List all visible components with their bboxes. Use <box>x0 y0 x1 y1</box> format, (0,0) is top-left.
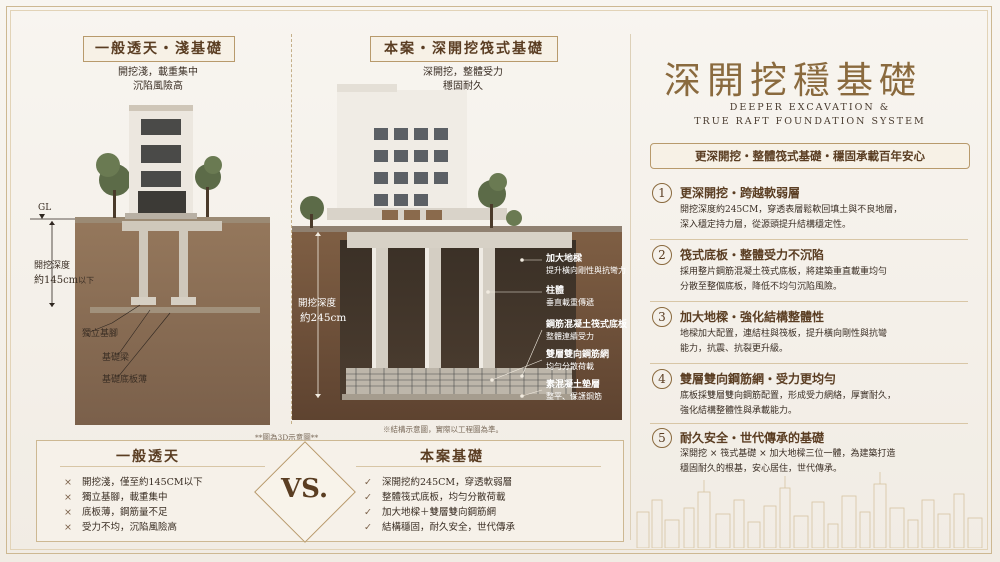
compare-left-text: 受力不均，沉陷風險高 <box>82 522 178 533</box>
feature-1-line-2: 深入穩定持力層，從源頭提升結構穩定性。 <box>680 220 852 230</box>
feature-2-title: 筏式底板・整體受力不沉陷 <box>680 248 825 262</box>
check-icon: ✓ <box>364 507 372 518</box>
left-depth-label: 開挖深度 <box>34 261 71 271</box>
compare-right-rule <box>356 466 601 467</box>
callout-raft-slab-desc: 整體連續受力 <box>546 332 594 341</box>
feature-4-title: 雙層雙向鋼筋網・受力更均勻 <box>680 372 837 386</box>
feature-5-line-1: 深開挖 × 筏式基礎 × 加大地樑三位一體，為建築打造 <box>680 449 896 459</box>
callout-rebar-mesh-desc: 均勻分散荷載 <box>546 362 594 371</box>
middle-tag: 本案・深開挖筏式基礎 <box>370 36 558 62</box>
number-4-badge: 4 <box>652 369 672 389</box>
feature-divider <box>650 301 968 302</box>
panel-divider <box>291 34 292 424</box>
feature-4-line-2: 強化結構整體性與承載能力。 <box>680 406 798 416</box>
number-3-badge: 3 <box>652 307 672 327</box>
compare-left-text: 開挖淺，僅至約145CM以下 <box>82 477 203 488</box>
callout-ground-beam-desc: 提升橫向剛性與抗彎力 <box>546 266 626 275</box>
compare-left-item: × 底板薄，鋼筋量不足 <box>64 504 168 518</box>
english-title-line-1: DEEPER EXCAVATION & <box>729 102 891 113</box>
feature-3-line-1: 地樑加大配置，連結柱與筏板，提升橫向剛性與抗彎 <box>680 329 888 339</box>
feature-1-title: 更深開挖・跨越軟弱層 <box>680 186 801 200</box>
compare-right-title: 本案基礎 <box>420 449 484 465</box>
cross-icon: × <box>64 477 72 488</box>
callout-ground-beam-title: 加大地樑 <box>546 254 583 264</box>
check-icon: ✓ <box>364 492 372 503</box>
feature-5-title: 耐久安全・世代傳承的基礎 <box>680 431 825 445</box>
feature-3-line-2: 能力，抗震、抗裂更升級。 <box>680 344 789 354</box>
compare-right-text: 整體筏式底板，均勻分散荷載 <box>382 492 506 503</box>
right-panel-divider <box>630 34 631 540</box>
number-5-badge: 5 <box>652 428 672 448</box>
callout-raft-slab-title: 鋼筋混凝土筏式底板 <box>546 320 628 330</box>
middle-depth-label: 開挖深度 <box>298 298 337 309</box>
compare-right-text: 加大地樑＋雙層雙向鋼筋網 <box>382 507 497 518</box>
compare-left-item: × 開挖淺，僅至約145CM以下 <box>64 474 203 488</box>
callout-lean-concrete-title: 素混凝土墊層 <box>546 380 601 390</box>
middle-subtitle-1: 深開挖，整體受力 <box>423 67 503 78</box>
middle-depth-value: 約245cm <box>300 312 347 324</box>
compare-left-title: 一般透天 <box>116 449 180 465</box>
compare-left-item: × 受力不均，沉陷風險高 <box>64 519 177 533</box>
left-foundation-illustration <box>30 105 270 425</box>
callout-rebar-mesh-title: 雙層雙向鋼筋網 <box>546 350 610 360</box>
feature-5-line-2: 穩固耐久的根基，安心居住，世代傳承。 <box>680 464 843 474</box>
city-skyline-decoration <box>636 472 983 548</box>
feature-3-title: 加大地樑・強化結構整體性 <box>680 310 825 324</box>
left-subtitle-1: 開挖淺，載重集中 <box>118 67 198 78</box>
left-depth-number: 約145cm <box>34 275 79 286</box>
compare-left-item: × 獨立基腳，載重集中 <box>64 489 168 503</box>
compare-right-text: 深開挖約245CM，穿透軟弱層 <box>382 477 513 488</box>
left-depth-suffix: 以下 <box>78 276 95 285</box>
main-title: 深開挖穩基礎 <box>664 59 922 102</box>
feature-divider <box>650 239 968 240</box>
feature-2-line-2: 分散至整個底板，降低不均勻沉陷風險。 <box>680 282 843 292</box>
middle-subtitle-2: 穩固耐久 <box>443 81 483 92</box>
left-subtitle-2: 沉陷風險高 <box>133 81 183 92</box>
left-tag: 一般透天・淺基礎 <box>83 36 235 62</box>
compare-right-text: 結構穩固，耐久安全，世代傳承 <box>382 522 516 533</box>
vs-label: VS. <box>281 474 329 504</box>
compare-left-text: 獨立基腳，載重集中 <box>82 492 168 503</box>
callout-thin-slab: 基礎底板薄 <box>102 375 148 385</box>
raft-foundation-illustration <box>292 84 622 420</box>
number-1-badge: 1 <box>652 183 672 203</box>
compare-left-rule <box>60 466 265 467</box>
tagline-pill: 更深開挖・整體筏式基礎・穩固承載百年安心 <box>650 143 970 169</box>
feature-divider <box>650 423 968 424</box>
callout-foundation-beam: 基礎梁 <box>102 353 130 363</box>
middle-structure-note: ※結構示意圖，實際以工程圖為準。 <box>383 425 503 434</box>
cross-icon: × <box>64 492 72 503</box>
check-icon: ✓ <box>364 477 372 488</box>
left-depth-value: 約145cm以下 <box>34 271 94 286</box>
callout-column-desc: 垂直載重傳遞 <box>546 298 594 307</box>
left-gl-label: GL <box>38 203 52 213</box>
feature-1-line-1: 開挖深度約245CM，穿透表層鬆軟回填土與不良地層， <box>680 205 903 215</box>
number-2-badge: 2 <box>652 245 672 265</box>
left-3d-note: **圖為3D示意圖** <box>255 433 319 442</box>
compare-right-item: ✓ 深開挖約245CM，穿透軟弱層 <box>364 474 512 488</box>
feature-2-line-1: 採用整片鋼筋混凝土筏式底板，將建築重直載重均勻 <box>680 267 888 277</box>
feature-4-line-1: 底板採雙層雙向鋼筋配置，形成受力網絡，厚實耐久， <box>680 391 897 401</box>
feature-divider <box>650 363 968 364</box>
english-title-line-2: TRUE RAFT FOUNDATION SYSTEM <box>694 116 926 127</box>
compare-right-item: ✓ 整體筏式底板，均勻分散荷載 <box>364 489 506 503</box>
compare-right-item: ✓ 加大地樑＋雙層雙向鋼筋網 <box>364 504 496 518</box>
callout-isolated-footing: 獨立基腳 <box>82 329 119 339</box>
callout-column-title: 柱體 <box>546 286 565 296</box>
cross-icon: × <box>64 522 72 533</box>
compare-left-text: 底板薄，鋼筋量不足 <box>82 507 168 518</box>
cross-icon: × <box>64 507 72 518</box>
compare-right-item: ✓ 結構穩固，耐久安全，世代傳承 <box>364 519 515 533</box>
check-icon: ✓ <box>364 522 372 533</box>
callout-lean-concrete-desc: 整平、保護鋼筋 <box>546 392 602 401</box>
